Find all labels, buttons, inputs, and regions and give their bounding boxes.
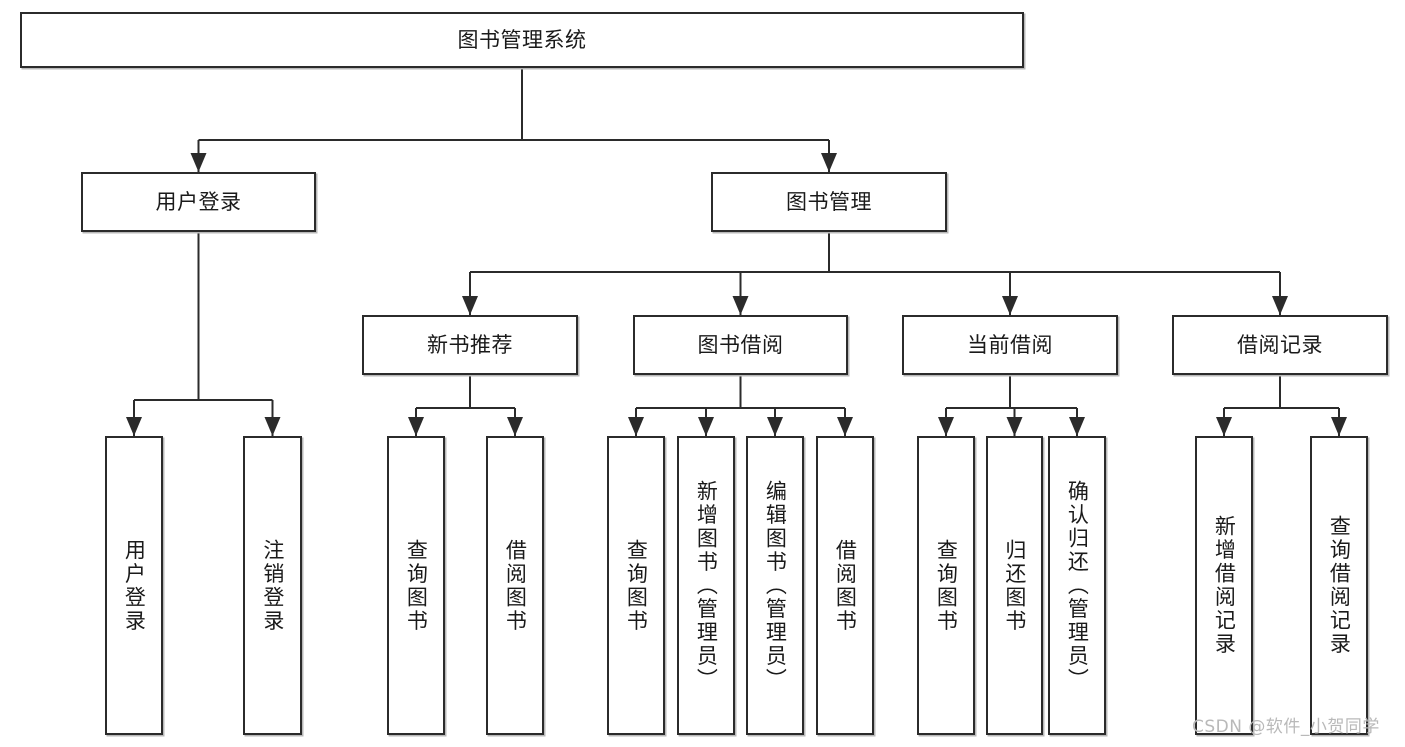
arrow-head-n-user-login <box>190 153 207 172</box>
arrow-head-l-query-book-1 <box>408 417 424 436</box>
arrow-head-n-borrow-record <box>1272 296 1288 315</box>
arrow-head-n-book-mgmt <box>821 153 837 172</box>
node-n-borrow-record[interactable]: 借阅记录 <box>1172 315 1388 375</box>
node-label: 借阅记录 <box>1237 332 1323 357</box>
arrow-head-l-user-login <box>126 417 142 436</box>
node-n-new-book-rec[interactable]: 新书推荐 <box>362 315 578 375</box>
node-n-book-mgmt[interactable]: 图书管理 <box>711 172 947 232</box>
arrow-head-l-edit-book <box>767 417 783 436</box>
node-l-query-book-2[interactable]: 查询图书 <box>607 436 665 735</box>
node-l-user-logout[interactable]: 注销登录 <box>243 436 302 735</box>
arrow-head-l-add-record <box>1216 417 1232 436</box>
node-label: 查询借阅记录 <box>1327 515 1352 656</box>
node-label: 用户登录 <box>155 189 242 214</box>
arrow-head-l-borrow-book-1 <box>507 417 523 436</box>
node-label: 用户登录 <box>122 538 147 633</box>
node-l-user-login[interactable]: 用户登录 <box>105 436 163 735</box>
arrow-head-n-new-book-rec <box>462 296 478 315</box>
node-l-borrow-book-2[interactable]: 借阅图书 <box>816 436 874 735</box>
node-root[interactable]: 图书管理系统 <box>20 12 1024 68</box>
node-n-user-login[interactable]: 用户登录 <box>81 172 316 232</box>
node-label: 当前借阅 <box>967 332 1053 357</box>
node-label: 新增图书（管理员） <box>694 479 719 692</box>
arrow-head-l-return-book <box>1006 417 1023 436</box>
node-label: 编辑图书（管理员） <box>763 479 788 692</box>
node-label: 注销登录 <box>260 538 285 633</box>
node-label: 图书借阅 <box>697 332 784 357</box>
node-n-book-borrow[interactable]: 图书借阅 <box>633 315 848 375</box>
arrow-head-l-query-record <box>1331 417 1347 436</box>
node-l-edit-book[interactable]: 编辑图书（管理员） <box>746 436 804 735</box>
node-l-query-record[interactable]: 查询借阅记录 <box>1310 436 1368 735</box>
arrow-head-l-query-book-2 <box>628 417 644 436</box>
node-label: 查询图书 <box>624 538 649 633</box>
arrow-head-l-confirm-return <box>1069 417 1085 436</box>
node-label: 新增借阅记录 <box>1212 515 1237 656</box>
node-label: 确认归还（管理员） <box>1065 479 1090 692</box>
node-label: 图书管理 <box>786 189 872 214</box>
node-l-confirm-return[interactable]: 确认归还（管理员） <box>1048 436 1106 735</box>
node-l-add-record[interactable]: 新增借阅记录 <box>1195 436 1253 735</box>
node-n-current-borrow[interactable]: 当前借阅 <box>902 315 1118 375</box>
node-label: 查询图书 <box>404 538 429 633</box>
node-l-return-book[interactable]: 归还图书 <box>986 436 1043 735</box>
arrow-head-l-query-book-3 <box>938 417 954 436</box>
node-label: 查询图书 <box>934 538 959 633</box>
arrow-head-n-book-borrow <box>732 296 749 315</box>
watermark-text: CSDN @软件_小贺同学 <box>1192 717 1380 737</box>
arrow-head-l-add-book <box>698 417 714 436</box>
node-l-add-book[interactable]: 新增图书（管理员） <box>677 436 735 735</box>
node-label: 图书管理系统 <box>457 27 587 52</box>
arrow-head-n-current-borrow <box>1002 296 1018 315</box>
node-l-query-book-1[interactable]: 查询图书 <box>387 436 445 735</box>
node-label: 新书推荐 <box>427 332 513 357</box>
node-l-query-book-3[interactable]: 查询图书 <box>917 436 975 735</box>
arrow-head-l-user-logout <box>264 417 281 436</box>
arrow-head-l-borrow-book-2 <box>837 417 853 436</box>
node-l-borrow-book-1[interactable]: 借阅图书 <box>486 436 544 735</box>
node-label: 归还图书 <box>1002 538 1027 633</box>
node-label: 借阅图书 <box>503 538 528 633</box>
node-label: 借阅图书 <box>833 538 858 633</box>
